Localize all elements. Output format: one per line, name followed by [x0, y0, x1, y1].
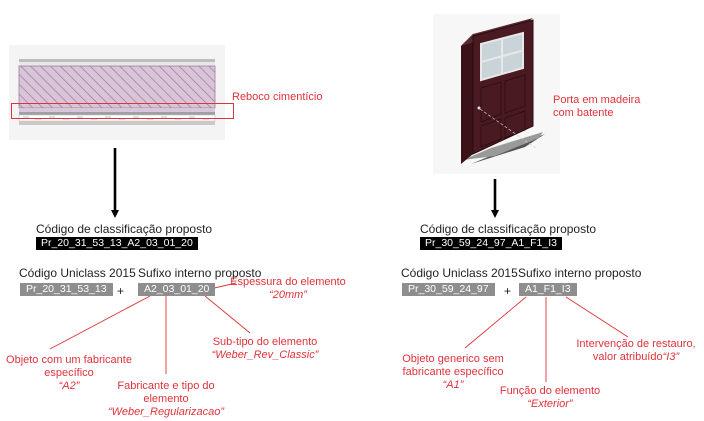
right-function-annotation: Função do elemento “Exterior”: [490, 385, 610, 411]
right-intervention-label2: valor atribuído: [592, 351, 663, 363]
wall-section-image: [9, 45, 225, 140]
left-thickness-label: Espessura do elemento: [230, 276, 346, 288]
door-label-line1: Porta em madeira: [553, 94, 641, 106]
right-object-annotation: Objeto generico sem fabricante específic…: [388, 353, 518, 392]
right-function-value: “Exterior”: [527, 398, 573, 410]
right-heading: Código de classificação proposto: [420, 222, 597, 236]
left-subtype-value: “Weber_Rev_Classic”: [211, 349, 319, 361]
right-uniclass-code: Pr_30_59_24_97: [402, 283, 495, 296]
right-intervention-value: “I3”: [662, 351, 680, 363]
door-image: [433, 14, 560, 174]
left-subtype-label: Sub-tipo do elemento: [212, 336, 318, 348]
right-intervention-annotation: Intervenção de restauro, valor atribuído…: [574, 338, 698, 364]
left-manufacturer-label1: Fabricante e tipo do: [117, 380, 215, 392]
left-manufacturer-annotation: Fabricante e tipo do elemento “Weber_Reg…: [100, 380, 232, 419]
right-object-label2: fabricante específico: [402, 366, 504, 378]
left-object-label2: específico: [44, 367, 94, 379]
right-object-value: “A1”: [442, 379, 464, 391]
right-function-label: Função do elemento: [499, 385, 601, 397]
plaster-highlight-box: [11, 103, 234, 119]
left-uniclass-title: Código Uniclass 2015: [19, 266, 136, 280]
left-full-code: Pr_20_31_53_13_A2_03_01_20: [36, 237, 198, 250]
right-suffix-code: A1_F1_I3: [519, 283, 577, 296]
left-manufacturer-label2: elemento: [143, 393, 189, 405]
plaster-label: Reboco cimentício: [232, 91, 323, 103]
door-label-line2: com batente: [553, 107, 614, 119]
left-thickness-value: “20mm”: [269, 289, 307, 301]
right-plus: +: [504, 284, 512, 298]
left-plus: +: [117, 284, 125, 298]
left-manufacturer-value: “Weber_Regularizacao”: [108, 406, 224, 418]
left-suffix-title: Sufixo interno proposto: [138, 266, 262, 280]
left-object-annotation: Objeto com um fabricante específico “A2”: [4, 354, 134, 393]
right-full-code: Pr_30_59_24_97_A1_F1_I3: [420, 237, 562, 250]
left-subtype-annotation: Sub-tipo do elemento “Weber_Rev_Classic”: [198, 336, 332, 362]
right-intervention-label1: Intervenção de restauro,: [576, 338, 696, 350]
right-object-label1: Objeto generico sem: [402, 353, 504, 365]
right-uniclass-title: Código Uniclass 2015: [401, 266, 518, 280]
left-heading: Código de classificação proposto: [36, 222, 213, 236]
left-object-value: “A2”: [58, 380, 80, 392]
left-suffix-code: A2_03_01_20: [138, 283, 216, 296]
right-suffix-title: Sufixo interno proposto: [518, 266, 642, 280]
left-object-label1: Objeto com um fabricante: [6, 354, 132, 366]
left-thickness-annotation: Espessura do elemento “20mm”: [226, 276, 350, 302]
left-uniclass-code: Pr_20_31_53_13: [20, 283, 113, 296]
